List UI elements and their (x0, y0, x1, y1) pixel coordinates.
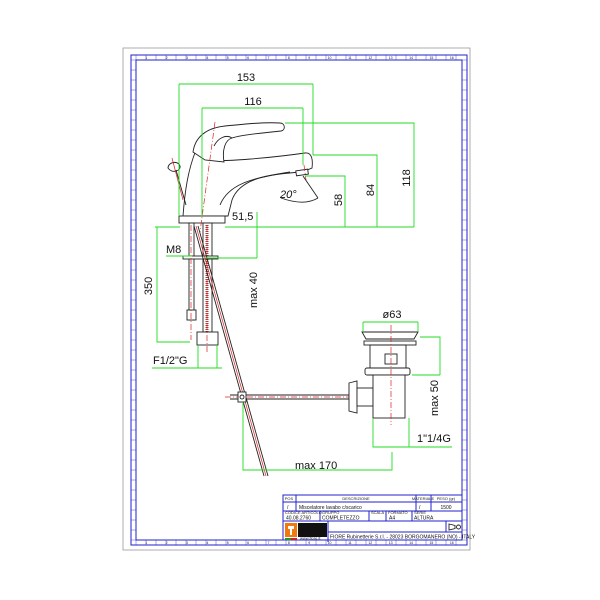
frame-column-number: 6 (247, 56, 249, 60)
dim-max-50: max 50 (429, 380, 441, 416)
frame-column-number: 5 (227, 56, 229, 60)
tb-pos: / (287, 505, 289, 511)
body-highlight (219, 171, 291, 206)
frame-column-number: 12 (368, 541, 372, 545)
rod-clip-screw (239, 394, 245, 400)
faucet-base (178, 215, 226, 224)
frame-column-number: 14 (409, 56, 413, 60)
frame-column-number: 4 (206, 56, 208, 60)
popup-centerline (171, 157, 184, 201)
tb-header-format: FORMATO (388, 510, 408, 515)
frame-column-number: 5 (227, 541, 229, 545)
rod-housing (356, 387, 374, 407)
frame-column-number: 10 (328, 56, 332, 60)
dim-d63: ø63 (383, 309, 402, 321)
dim-max-170: max 170 (295, 460, 337, 472)
frame-column-number: 14 (409, 541, 413, 545)
drain-tail (372, 374, 406, 419)
frame-column-number: 11 (348, 541, 352, 545)
dim-58: 58 (333, 194, 345, 206)
frame-column-number: 15 (429, 541, 433, 545)
title-block: POS DESCRIZIONE MATERIALE PESO (gr) / Mi… (282, 494, 476, 542)
frame-column-number: 9 (308, 56, 310, 60)
frame-column-number: 6 (247, 541, 249, 545)
dim-f1-2g: F1/2"G (153, 355, 187, 367)
spout-axis (303, 164, 307, 181)
frame-column-number: 15 (429, 56, 433, 60)
hose-1 (188, 222, 195, 321)
frame-column-number: 2 (166, 541, 168, 545)
dim-350: 350 (143, 277, 155, 295)
tb-header-scale: SCALA (371, 510, 384, 515)
frame-column-number: 16 (450, 56, 454, 60)
frame-column-number: 1 (145, 56, 147, 60)
tb-header-material: MATERIALE (412, 496, 435, 501)
tb-header-group: GRUPPO (322, 510, 339, 515)
tb-description: Miscelatore lavabo c/scarico (299, 505, 362, 511)
dim-m8: M8 (166, 244, 181, 256)
tb-header-pos: POS (285, 496, 294, 501)
tb-company: FIORE Rubinetterie S.r.l. - 28023 BORGOM… (330, 535, 476, 541)
frame-column-number: 13 (389, 56, 393, 60)
dim-84: 84 (365, 184, 377, 196)
frame-column-number: 11 (348, 56, 352, 60)
frame-column-number: 9 (308, 541, 310, 545)
drain-waste (225, 325, 419, 425)
dim-116: 116 (244, 96, 262, 108)
frame-column-number: 8 (288, 56, 290, 60)
frame-column-number: 10 (328, 541, 332, 545)
frame-column-number: 13 (389, 541, 393, 545)
popup-stem (175, 169, 187, 206)
dim-angle-20: 20° (279, 189, 297, 201)
faucet-axis (199, 121, 216, 233)
frame-column-number: 7 (267, 541, 269, 545)
rod-clip (237, 391, 247, 403)
lever-detail (213, 135, 233, 147)
tb-header-series: SERIE (414, 510, 426, 515)
tb-material: / (419, 505, 421, 511)
tb-series: ALTURA (414, 516, 434, 522)
frame-ticks (131, 55, 467, 545)
tb-header-code: CODICE ARTICOLO (285, 510, 322, 515)
tb-header-weight: PESO (gr) (437, 496, 456, 501)
dim-153: 153 (237, 72, 255, 84)
tb-group: COMPLETEZZO (322, 516, 360, 522)
dim-1-1-4g: 1"1/4G (417, 433, 451, 445)
logo-url: www.fiore.it (300, 536, 321, 541)
drain-cap (361, 331, 419, 340)
tb-format: A4 (389, 516, 395, 522)
frame-column-number: 16 (450, 541, 454, 545)
hose-1-fitting (186, 309, 197, 321)
frame-column-number: 8 (288, 541, 290, 545)
frame-column-number: 4 (206, 541, 208, 545)
frame-column-number: 3 (186, 541, 188, 545)
frame-column-number: 7 (267, 56, 269, 60)
tb-code: 40.08.2760 (286, 516, 311, 522)
drain-flange (363, 340, 417, 346)
popup-rod-axis (195, 225, 267, 477)
rod-nut (348, 380, 358, 414)
dim-max-40: max 40 (248, 272, 260, 308)
page-border (122, 47, 471, 551)
frame-column-number: 12 (368, 56, 372, 60)
frame-column-number: 1 (145, 541, 147, 545)
lever-handle (192, 122, 285, 163)
frame-column-number: 2 (166, 56, 168, 60)
dim-51-5: 51,5 (232, 211, 253, 223)
tb-header-desc: DESCRIZIONE (342, 496, 370, 501)
faucet (167, 121, 313, 477)
frame-column-number: 3 (186, 56, 188, 60)
projection-symbol-icon (448, 523, 461, 531)
tb-weight: 1500 (440, 505, 451, 511)
aerator (295, 168, 309, 177)
company-logo: www.fiore.it (285, 523, 327, 541)
mounting-nut (182, 255, 219, 260)
popup-rod (193, 225, 269, 477)
dimensions: 153 116 118 84 58 20° 51,5 max 40 M8 350… (143, 72, 452, 472)
drain-lower-flange (364, 367, 411, 376)
dim-118: 118 (401, 169, 413, 187)
hose-nut (196, 331, 219, 346)
